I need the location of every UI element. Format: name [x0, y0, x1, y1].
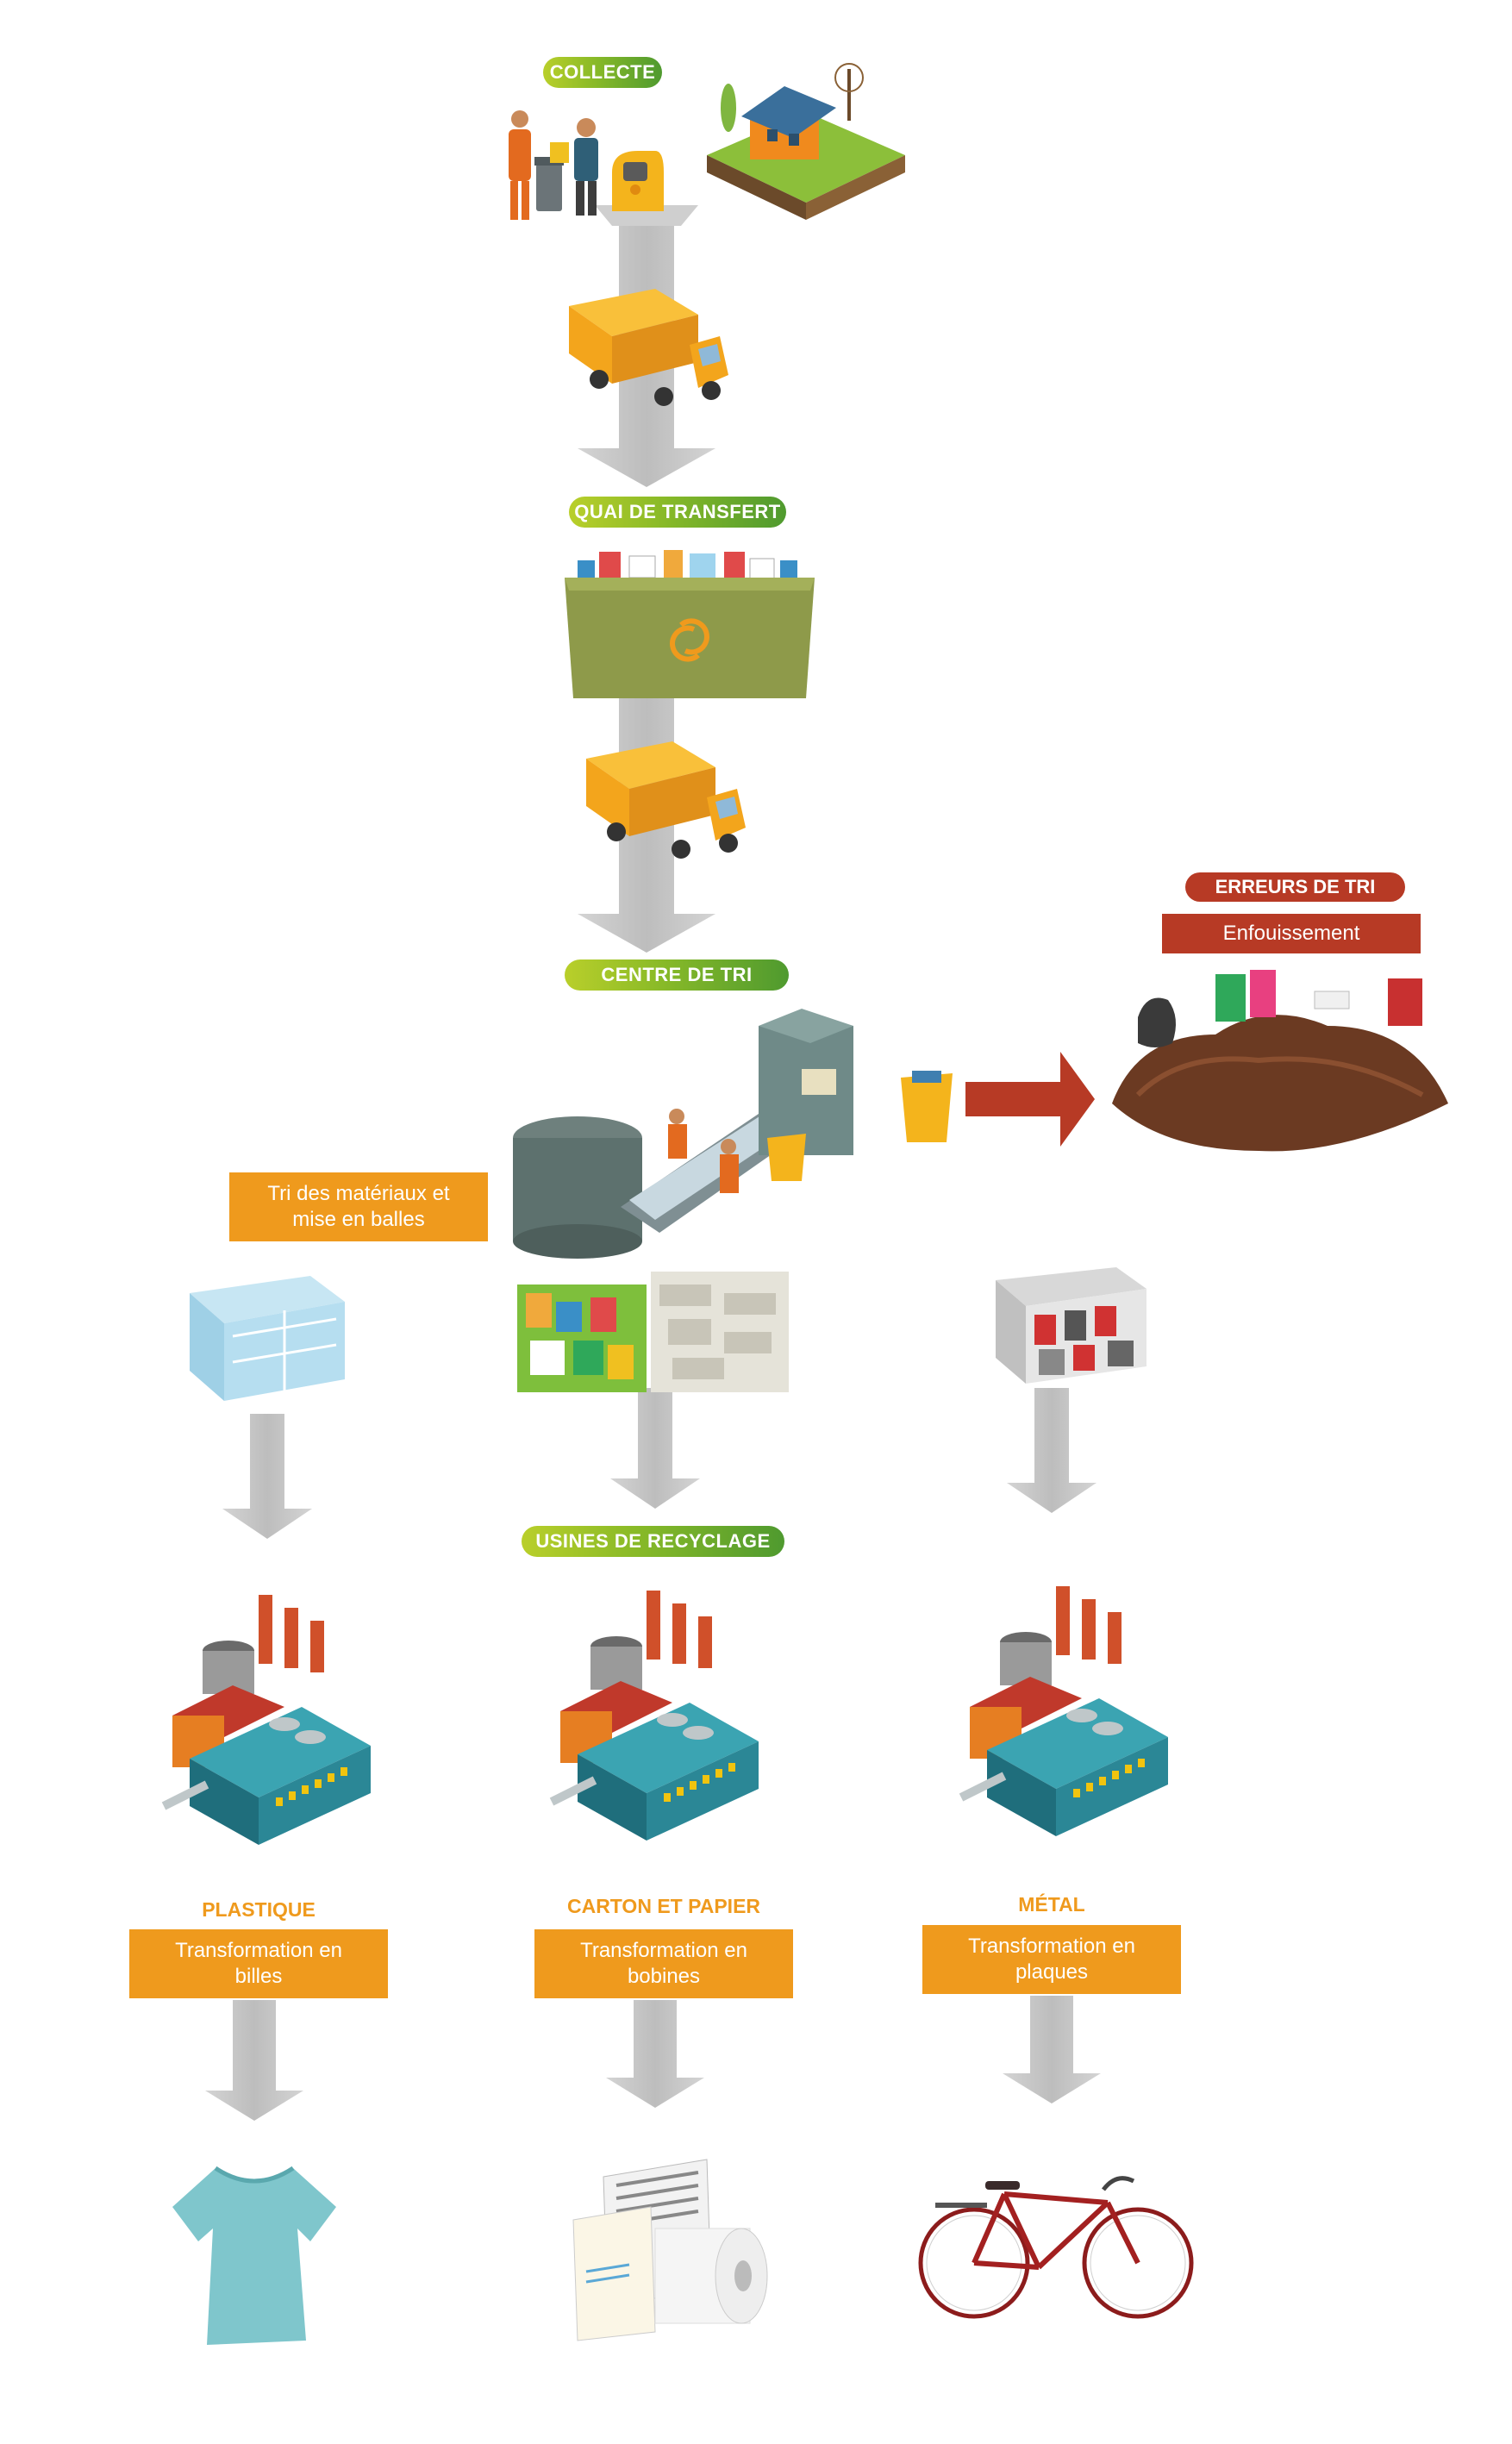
- plastic-bale-icon: [190, 1276, 345, 1401]
- truck-icon-2: [586, 741, 746, 859]
- worker-icon: [509, 110, 531, 220]
- output-title-metal: MÉTAL: [1018, 1893, 1085, 1916]
- errors-title: ERREURS DE TRI: [1185, 872, 1405, 902]
- sorting-label: Tri des matériaux et mise en balles: [229, 1172, 488, 1241]
- sorting-error-bin-icon: [901, 1071, 953, 1142]
- factory-icon-metal: [959, 1586, 1168, 1836]
- stage-centre-label: CENTRE DE TRI: [565, 959, 789, 991]
- recycling-bin-icon: [612, 151, 664, 211]
- stage-usines-label: USINES DE RECYCLAGE: [522, 1526, 784, 1557]
- stage-quai-label: QUAI DE TRANSFERT: [569, 497, 786, 528]
- paper-bale-icon: [517, 1272, 789, 1392]
- errors-action: Enfouissement: [1162, 914, 1421, 953]
- house-icon: [707, 63, 905, 220]
- resident-icon: [574, 118, 598, 216]
- transfer-container-icon: [565, 550, 815, 698]
- collecte-illustration: [509, 63, 905, 220]
- landfill-icon: [1112, 970, 1448, 1152]
- output-action-carton: Transformation en bobines: [534, 1929, 793, 1998]
- truck-icon: [569, 289, 728, 406]
- output-action-metal: Transformation en plaques: [922, 1925, 1181, 1994]
- output-action-plastique: Transformation en billes: [129, 1929, 388, 1998]
- factory-icon-carton: [549, 1591, 759, 1841]
- output-title-plastique: PLASTIQUE: [202, 1898, 316, 1921]
- paper-roll-icon: [572, 2159, 768, 2341]
- factory-icon-plastique: [161, 1595, 371, 1845]
- output-title-carton: CARTON ET PAPIER: [566, 1895, 761, 1917]
- tshirt-icon: [172, 2166, 336, 2345]
- stage-collecte-label: COLLECTE: [543, 57, 662, 88]
- sorting-center-illustration: [513, 1009, 853, 1259]
- metal-bale-icon: [996, 1267, 1146, 1384]
- bicycle-icon: [918, 2176, 1194, 2319]
